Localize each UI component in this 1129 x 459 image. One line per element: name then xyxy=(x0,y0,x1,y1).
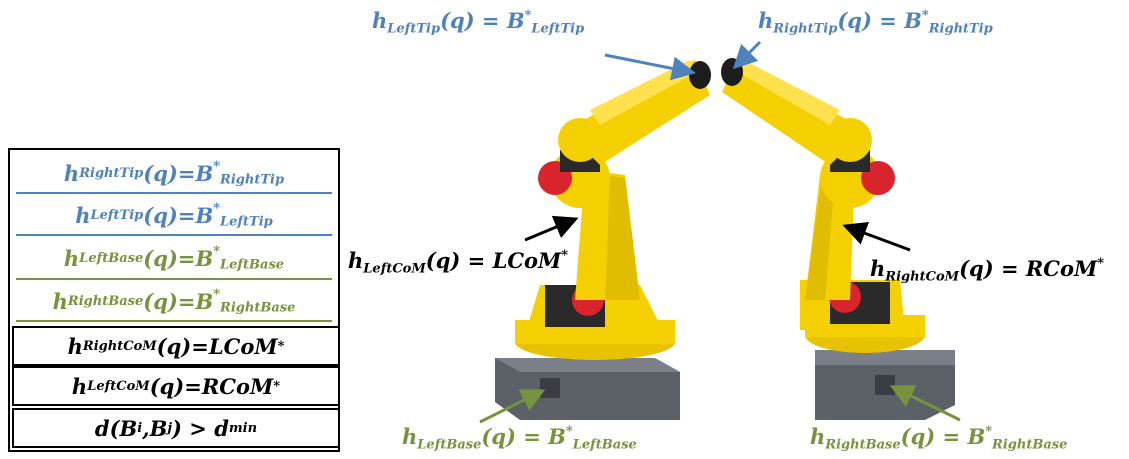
label-right-tip: hRightTip(q) = B*RightTip xyxy=(758,8,993,37)
label-left-com: hLeftCoM(q) = LCoM* xyxy=(348,248,569,277)
right-tip-arrow xyxy=(732,40,762,70)
right-robot xyxy=(721,58,955,420)
label-right-com: hRightCoM(q) = RCoM* xyxy=(870,256,1105,285)
right-com-arrow xyxy=(842,222,911,252)
left-robot-tip xyxy=(689,61,711,89)
right-base-arrow xyxy=(889,385,961,422)
left-tip-arrow xyxy=(604,53,696,81)
label-right-base: hRightBase(q) = B*RightBase xyxy=(810,424,1068,453)
left-base-arrow xyxy=(479,389,546,424)
left-robot xyxy=(495,60,711,420)
left-com-arrow xyxy=(524,215,579,242)
label-left-tip: hLeftTip(q) = B*LeftTip xyxy=(372,8,585,37)
label-left-base: hLeftBase(q) = B*LeftBase xyxy=(402,424,637,453)
